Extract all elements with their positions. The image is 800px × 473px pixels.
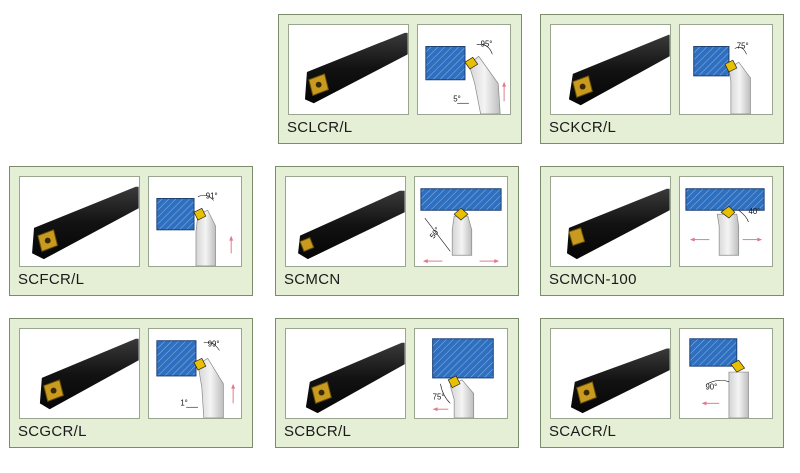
insert-shape	[299, 237, 315, 252]
angle-label: 40°	[748, 207, 760, 216]
cutting-diagram: 75°	[414, 328, 508, 419]
holder-shaft	[195, 209, 216, 266]
workpiece-block	[156, 340, 197, 377]
product-card-scmcn[interactable]: 50° SCMCN	[275, 166, 519, 296]
holder-shaft	[468, 55, 501, 114]
tool-holder-bar	[568, 34, 670, 106]
product-card-scacr[interactable]: 90° SCACR/L	[540, 318, 784, 448]
tool-photo	[550, 176, 671, 267]
cutting-diagram: 75°	[679, 24, 773, 115]
insert-shape	[724, 59, 738, 73]
product-code-label: SCKCR/L	[549, 119, 617, 136]
cutting-diagram: 99° 1°	[148, 328, 242, 419]
product-code-label: SCLCR/L	[287, 119, 353, 136]
product-code-label: SCACR/L	[549, 423, 617, 440]
holder-shaft	[728, 371, 749, 418]
tool-photo	[19, 176, 140, 267]
holder-shaft	[197, 357, 224, 418]
angle-label: 5°	[453, 94, 460, 103]
angle-label: 90°	[705, 383, 717, 392]
holder-shaft	[716, 213, 740, 256]
insert-shape	[730, 359, 746, 373]
tool-photo	[285, 328, 406, 419]
tool-holder-bar	[566, 188, 670, 260]
holder-shaft	[449, 379, 475, 418]
product-code-label: SCMCN-100	[549, 271, 637, 288]
angle-label: 1°	[180, 398, 187, 407]
product-card-scfcr[interactable]: 91° SCFCR/L	[9, 166, 253, 296]
tool-photo	[285, 176, 406, 267]
product-code-label: SCGCR/L	[18, 423, 87, 440]
workpiece-block	[420, 188, 502, 211]
cutting-diagram: 50°	[414, 176, 508, 267]
tool-holder-bar	[298, 190, 405, 260]
tool-photo	[550, 24, 671, 115]
insert-shape	[568, 227, 586, 247]
product-card-scgcr[interactable]: 99° 1° SCGCR/L	[9, 318, 253, 448]
product-card-scmcn100[interactable]: 40° SCMCN-100	[540, 166, 784, 296]
tool-photo	[19, 328, 140, 419]
insert-shape	[447, 375, 461, 389]
workpiece-block	[425, 46, 466, 81]
product-code-label: SCBCR/L	[284, 423, 352, 440]
workpiece-block	[156, 198, 195, 231]
workpiece-block	[432, 338, 494, 379]
workpiece-block	[689, 338, 738, 367]
holder-shaft	[451, 215, 473, 256]
insert-shape	[720, 205, 736, 219]
tool-photo	[288, 24, 409, 115]
tool-holder-bar	[305, 342, 405, 414]
tool-holder-bar	[32, 186, 139, 260]
cutting-diagram: 40°	[679, 176, 773, 267]
cutting-diagram: 90°	[679, 328, 773, 419]
cutting-diagram: 95° 5°	[417, 24, 511, 115]
workpiece-block	[693, 46, 730, 77]
insert-shape	[193, 357, 207, 371]
insert-shape	[464, 56, 479, 70]
angle-label: 75°	[433, 392, 445, 401]
tool-photo	[550, 328, 671, 419]
angle-label: 75°	[737, 41, 749, 50]
product-code-label: SCFCR/L	[18, 271, 85, 288]
product-card-scbcr[interactable]: 75° SCBCR/L	[275, 318, 519, 448]
angle-label: 91°	[206, 192, 218, 201]
insert-shape	[193, 207, 207, 221]
holder-shaft	[728, 61, 751, 114]
product-code-label: SCMCN	[284, 271, 341, 288]
product-card-sclcr[interactable]: 95° 5° SCLCR/L	[278, 14, 522, 144]
angle-label: 95°	[481, 40, 493, 49]
cutting-diagram: 91°	[148, 176, 242, 267]
tool-holder-bar	[39, 338, 139, 410]
tool-holder-bar	[570, 348, 670, 414]
angle-label: 99°	[208, 340, 220, 349]
tool-holder-bar	[304, 32, 408, 104]
insert-shape	[453, 207, 469, 221]
product-card-sckcr[interactable]: 75° SCKCR/L	[540, 14, 784, 144]
